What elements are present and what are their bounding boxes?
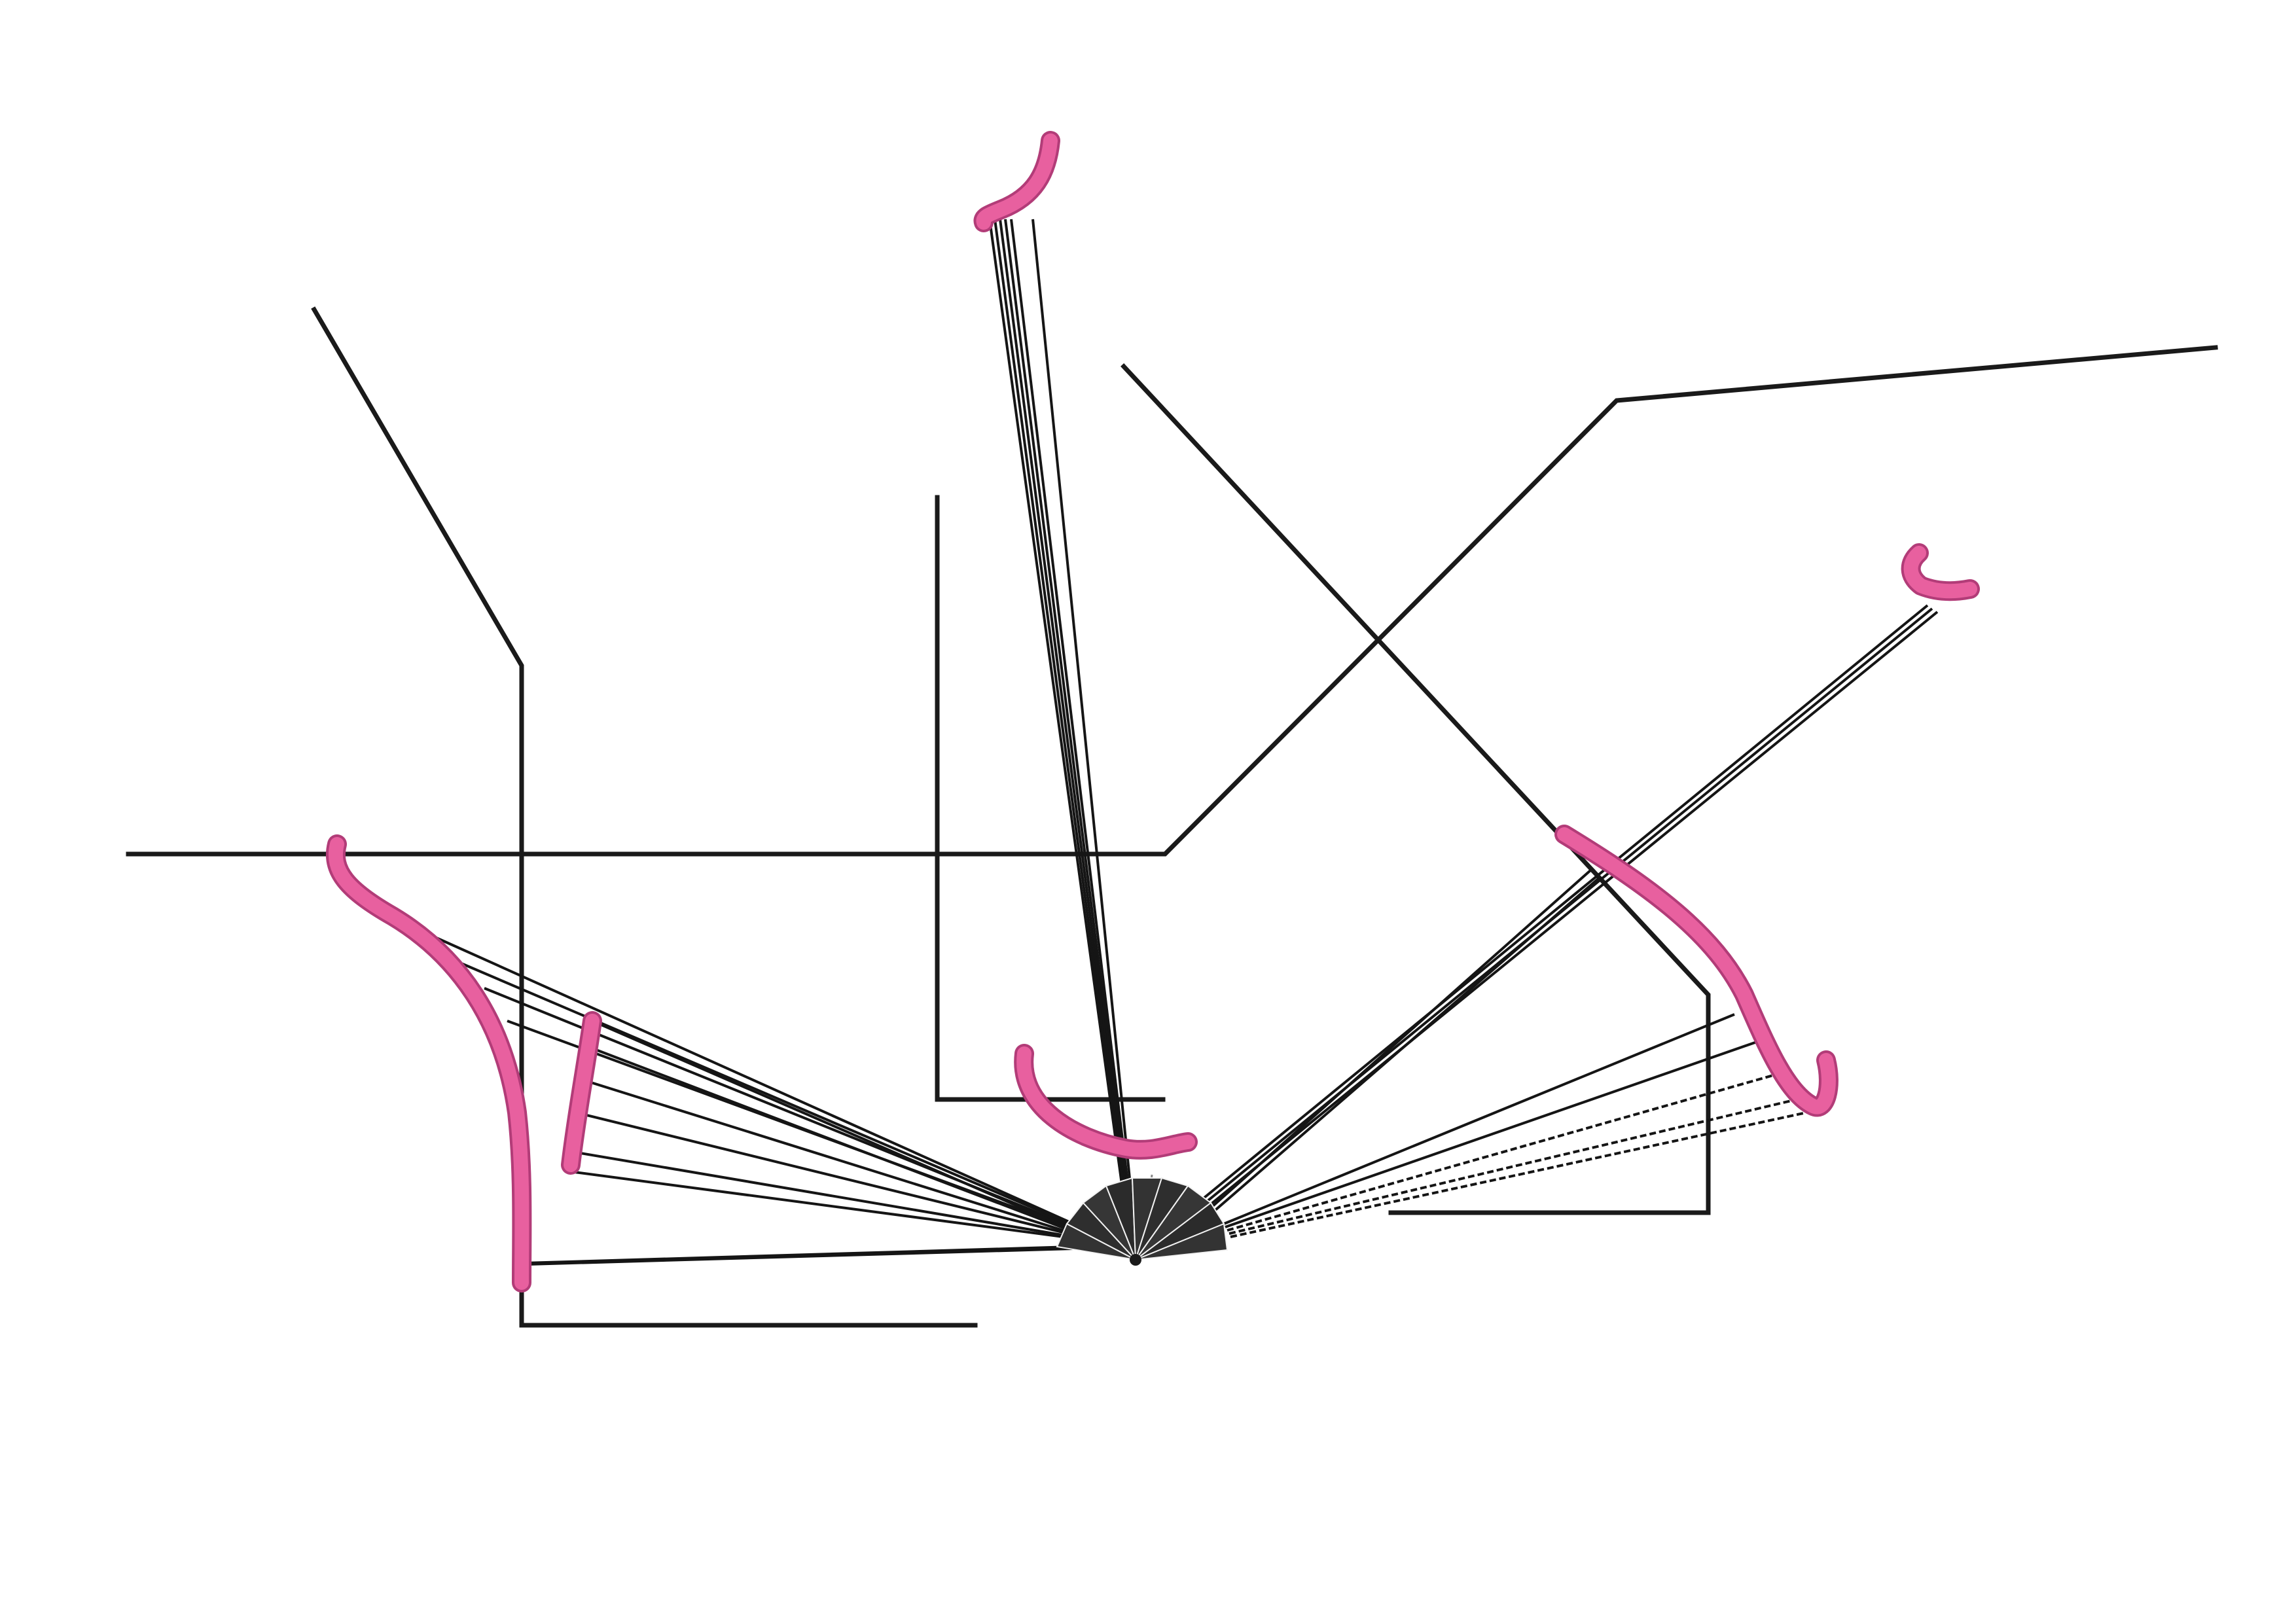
ray-w-2 [457,961,1074,1226]
curve-top-hook [973,131,1060,232]
ray-ne-4 [1206,869,1592,1212]
structure-line-center-bracket [935,495,1166,1102]
ray-w-7 [582,1079,1074,1235]
structure-line-horizon [126,345,2218,857]
light-rays [431,219,1939,1266]
fan-wedge-9 [1135,1222,1229,1260]
ray-w-11 [523,1245,1074,1264]
ray-top-4 [1004,219,1134,1238]
ray-w-10 [569,1170,1074,1240]
structural-lines [126,306,2218,1328]
ray-e-1 [1223,1013,1735,1225]
ray-w-9 [572,1150,1074,1238]
ray-w-5 [592,1020,1074,1232]
ray-ne-5 [1210,876,1602,1215]
ray-w-12 [526,1247,1074,1266]
ray-top-3 [999,219,1133,1238]
ray-top-2 [994,219,1132,1238]
ray-e-4 [1229,1098,1797,1235]
fan-emitter [1056,1177,1229,1266]
curve-right-hook [1901,543,1980,601]
ray-w-8 [575,1111,1074,1236]
structure-line-diagonal [1121,363,1711,1215]
fan-pivot [1130,1254,1141,1266]
ray-e-5 [1230,1111,1807,1238]
curve-center-arc [1014,1044,1198,1160]
ray-w-1 [431,935,1074,1225]
ray-e-2 [1225,1039,1761,1228]
ray-w-6 [588,1046,1074,1233]
structure-line-left-bracket [311,306,978,1328]
curve-left-short [561,1011,602,1175]
pink-curves [325,131,1980,1293]
curve-right-arc [1554,825,1839,1117]
ray-top-5 [1010,219,1136,1238]
ray-top-1 [988,219,1130,1238]
ray-ne-3 [1210,611,1939,1205]
curve-left-long [325,834,532,1293]
ray-ne-1 [1203,604,1929,1199]
ray-e-3 [1227,1072,1781,1232]
ray-top-6 [1031,219,1137,1238]
